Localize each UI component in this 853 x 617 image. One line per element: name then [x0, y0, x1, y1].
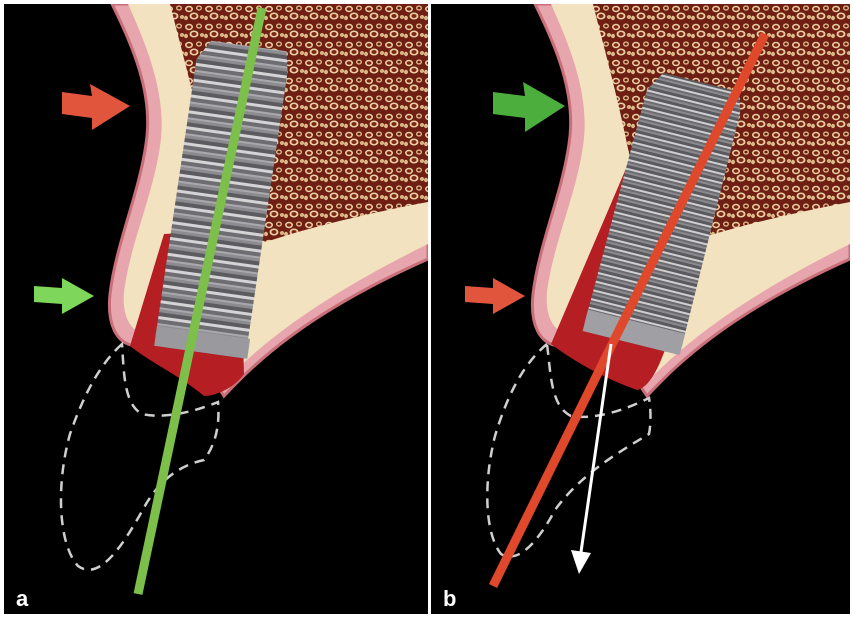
panel-label-b: b — [443, 588, 456, 610]
panel-b: b — [431, 4, 850, 614]
panel-a-illustration — [4, 4, 428, 614]
panel-b-illustration — [431, 4, 850, 614]
panel-a: a — [4, 4, 428, 614]
panel-label-a: a — [16, 588, 28, 610]
